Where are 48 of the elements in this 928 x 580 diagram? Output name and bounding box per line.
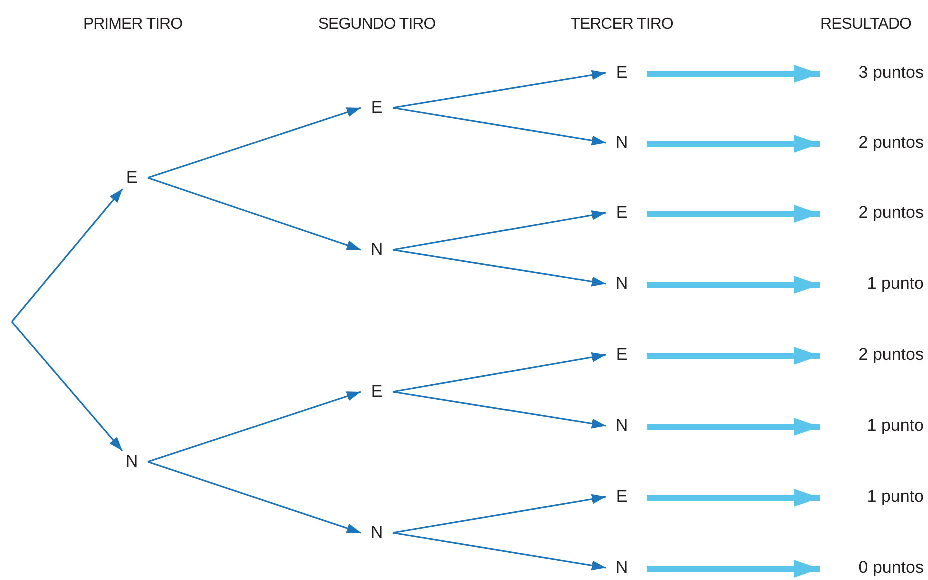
block-arrow [647, 560, 820, 578]
result-label: 1 punto [824, 415, 924, 437]
block-arrow [647, 489, 820, 507]
arrow [148, 177, 362, 251]
arrow [392, 249, 606, 287]
block-arrow [647, 276, 820, 294]
outcome-label: E [608, 344, 636, 366]
arrow [392, 107, 606, 146]
arrow [11, 188, 124, 323]
block-arrow [647, 418, 820, 436]
result-label: 2 puntos [824, 344, 924, 366]
outcome-label: N [363, 522, 391, 544]
outcome-label: E [118, 167, 146, 189]
arrow [148, 107, 362, 179]
outcome-label: E [608, 62, 636, 84]
outcome-label: N [118, 451, 146, 473]
column-heading: RESULTADO [820, 16, 912, 34]
result-label: 1 punto [824, 486, 924, 508]
outcome-label: E [608, 486, 636, 508]
arrow [392, 391, 606, 429]
outcome-label: E [363, 97, 391, 119]
outcome-label: E [608, 202, 636, 224]
arrow [392, 210, 606, 251]
result-label: 2 puntos [824, 132, 924, 154]
result-label: 0 puntos [824, 557, 924, 579]
result-label: 3 puntos [824, 62, 924, 84]
outcome-label: N [608, 273, 636, 295]
arrow [11, 321, 124, 452]
column-heading: SEGUNDO TIRO [318, 16, 436, 34]
block-arrow [647, 205, 820, 223]
column-heading: TERCER TIRO [570, 16, 674, 34]
outcome-label: N [608, 415, 636, 437]
outcome-label: N [608, 132, 636, 154]
result-label: 1 punto [824, 273, 924, 295]
arrow [148, 461, 362, 534]
arrow [392, 352, 606, 393]
block-arrow [647, 135, 820, 153]
arrow [148, 391, 362, 463]
block-arrow [647, 347, 820, 365]
arrow [392, 532, 606, 571]
arrow [392, 70, 606, 109]
outcome-label: N [608, 557, 636, 579]
outcome-label: N [363, 239, 391, 261]
block-arrow [647, 65, 820, 83]
result-label: 2 puntos [824, 202, 924, 224]
column-heading: PRIMER TIRO [83, 16, 183, 34]
outcome-label: E [363, 381, 391, 403]
arrow [392, 494, 606, 534]
